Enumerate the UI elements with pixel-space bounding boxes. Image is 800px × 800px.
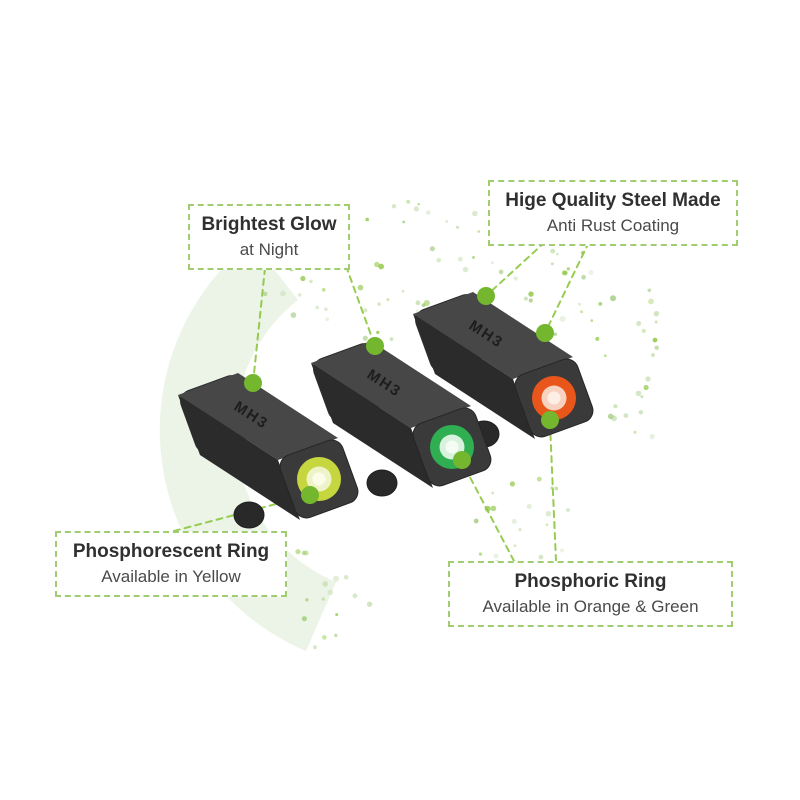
connector-dot [536, 324, 554, 342]
sight-base-stud [233, 501, 265, 529]
callout-title: Phosphorescent Ring [72, 541, 270, 562]
connector-line [345, 265, 376, 347]
connector-dot [366, 337, 384, 355]
connector-line [461, 461, 515, 562]
connector-dot [301, 486, 319, 504]
sight-side-face [311, 363, 433, 488]
tritium-ring-center [547, 391, 561, 405]
connector-line [252, 267, 266, 384]
connector-line [485, 241, 546, 297]
callout-subtitle: at Night [239, 239, 299, 259]
connector-dot [453, 451, 471, 469]
callout-steel-quality: Hige Quality Steel Made Anti Rust Coatin… [488, 180, 738, 246]
sight-side-face [178, 395, 300, 520]
sight-side-face [413, 314, 535, 439]
yellow-sight: MH3 [178, 373, 359, 529]
callout-phosphorescent-ring: Phosphorescent Ring Available in Yellow [55, 531, 287, 597]
callout-phosphoric-ring: Phosphoric Ring Available in Orange & Gr… [448, 561, 733, 627]
tritium-ring-center [312, 472, 326, 486]
callout-subtitle: Anti Rust Coating [546, 215, 680, 235]
callout-title: Phosphoric Ring [514, 571, 667, 592]
connector-line [544, 241, 590, 334]
sight-top-face [311, 341, 471, 428]
callout-brightest-glow: Brightest Glow at Night [188, 204, 350, 270]
sight-base-stud [366, 469, 398, 497]
callout-title: Brightest Glow [201, 214, 337, 235]
callout-subtitle: Available in Yellow [101, 566, 241, 586]
connector-dots [244, 287, 559, 504]
green-sight: MH3 [311, 341, 492, 497]
connector-dot [541, 411, 559, 429]
sight-top-face [178, 373, 338, 460]
connector-dot [477, 287, 495, 305]
connector-line [549, 423, 557, 562]
connector-lines [173, 241, 590, 562]
connector-dot [244, 374, 262, 392]
callout-subtitle: Available in Orange & Green [482, 596, 699, 616]
callout-title: Hige Quality Steel Made [505, 190, 721, 211]
sight-top-face [413, 292, 573, 379]
tritium-ring-center [445, 440, 459, 454]
